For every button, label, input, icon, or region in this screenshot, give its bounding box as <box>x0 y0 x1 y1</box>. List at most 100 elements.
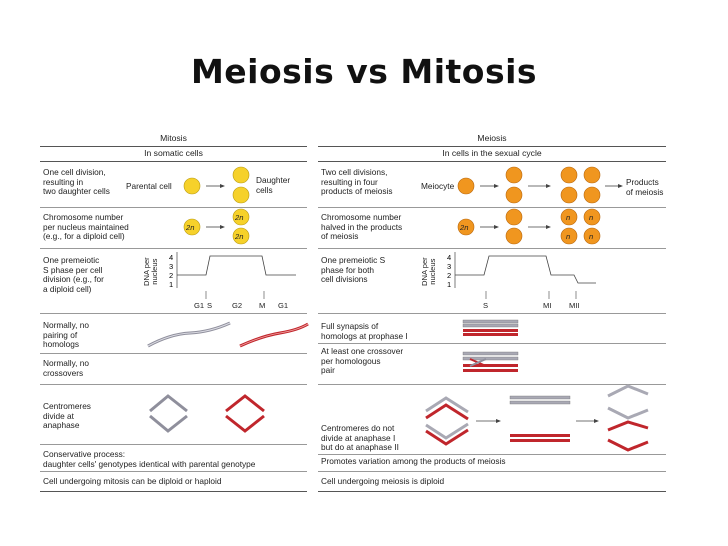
red-chromatid <box>510 439 570 442</box>
divider <box>40 491 307 492</box>
crossover <box>469 358 487 367</box>
gray-chromatid <box>462 323 519 328</box>
meiosis-variation-label: Promotes variation among the products of… <box>321 456 506 466</box>
arrowhead <box>220 184 225 188</box>
y-tick: 4 <box>169 253 173 262</box>
divider <box>40 207 307 208</box>
red-chromatid <box>463 364 518 367</box>
red-chromatid <box>607 438 649 452</box>
gray-chromatid <box>607 406 649 420</box>
parental-cell-2n <box>183 218 201 236</box>
divider <box>40 146 307 147</box>
meiocyte-label: Meiocyte <box>421 181 455 191</box>
red-chromatid <box>510 434 570 437</box>
product-cell <box>583 186 601 204</box>
mitosis-crossovers-label: Normally, no crossovers <box>43 358 89 378</box>
gray-chromatid <box>462 351 519 356</box>
cell-2n-label: 2n <box>235 232 244 241</box>
divider <box>40 384 307 385</box>
y-tick: 3 <box>169 262 173 271</box>
x-tick-s: S <box>483 301 489 310</box>
arrowhead <box>618 184 623 188</box>
daughter-cell <box>232 166 250 184</box>
product-cell-n <box>560 208 578 226</box>
red-chromatid <box>425 428 469 446</box>
meiosis-chromosome-figure <box>457 208 601 245</box>
arrowhead <box>494 225 499 229</box>
gray-chromatid <box>425 422 469 440</box>
mitosis-subheading: In somatic cells <box>144 148 203 158</box>
arrowhead <box>496 419 501 423</box>
daughter-cell <box>232 186 250 204</box>
cell-n-label: n <box>589 232 594 241</box>
y-tick: 2 <box>169 271 173 280</box>
dna-line <box>455 255 596 284</box>
x-tick-g2: G2 <box>232 301 243 310</box>
mitosis-pairing-label: Normally, no pairing of homologs <box>43 320 89 350</box>
mitosis-chromosome-figure <box>183 208 250 245</box>
divider <box>318 248 666 249</box>
mitosis-chromosome-label: Chromosome number per nucleus maintained… <box>43 212 129 242</box>
meiosis-subheading: In cells in the sexual cycle <box>442 148 542 158</box>
y-tick: 2 <box>447 271 451 280</box>
y-tick: 4 <box>447 253 451 262</box>
mitosis-s-phase-label: One premeiotic S phase per cell division… <box>43 255 104 294</box>
parental-cell-label: Parental cell <box>126 181 172 191</box>
mitosis-division-figure <box>183 166 250 204</box>
y-tick: 1 <box>447 280 451 289</box>
cell-2n-label: 2n <box>235 213 244 222</box>
dna-line <box>177 255 296 276</box>
meiocyte-2n <box>457 218 475 236</box>
mitosis-dna-graph: 4 3 2 1 <box>169 252 296 299</box>
divider <box>318 146 666 147</box>
divider <box>318 207 666 208</box>
product-cell-n <box>583 208 601 226</box>
meiosis-crossover-label: At least one crossover per homologous pa… <box>321 346 404 376</box>
divider <box>318 384 666 385</box>
meiosis-ploidy-label: Cell undergoing meiosis is diploid <box>321 476 445 486</box>
meiosis-division-label: Two cell divisions, resulting in four pr… <box>321 167 393 197</box>
meiosis-chromosome-label: Chromosome number halved in the products… <box>321 212 403 242</box>
red-chromatid <box>463 333 518 336</box>
cell-n-label: n <box>589 213 594 222</box>
meiosis-s-phase-label: One premeiotic S phase for both cell div… <box>321 255 386 285</box>
arrowhead <box>546 225 551 229</box>
cell-n-label: n <box>566 232 571 241</box>
parental-cell <box>183 177 201 195</box>
divider <box>318 471 666 472</box>
meiosis-heading: Meiosis <box>477 133 507 143</box>
divider <box>318 161 666 162</box>
product-cell <box>560 186 578 204</box>
mitosis-anaphase-figure <box>149 394 265 433</box>
y-tick: 3 <box>447 262 451 271</box>
x-tick-m2: MII <box>569 301 580 310</box>
gray-chromatid <box>509 400 571 405</box>
mitosis-centromeres-label: Centromeres divide at anaphase <box>43 401 91 431</box>
mitosis-division-label: One cell division, resulting in two daug… <box>43 167 110 197</box>
daughter-cells-label: Daughter cells <box>256 175 291 195</box>
mitosis-panel: Mitosis In somatic cells One cell divisi… <box>40 128 309 494</box>
arrowhead <box>220 225 225 229</box>
arrowhead <box>594 419 599 423</box>
gray-chromatid <box>425 396 469 414</box>
product-cell <box>583 166 601 184</box>
x-tick-m1: MI <box>543 301 552 310</box>
red-chromatid <box>607 420 649 432</box>
divider <box>40 444 307 445</box>
arrowhead <box>494 184 499 188</box>
x-tick-g1: G1 <box>194 301 205 310</box>
divider <box>40 248 307 249</box>
mitosis-pairing-figure <box>147 321 309 348</box>
meiosis-i-cell <box>505 227 523 245</box>
red-chromatid <box>225 394 265 413</box>
product-cell-n <box>583 227 601 245</box>
products-label: Products of meiosis <box>626 177 664 197</box>
gray-chromatid <box>462 319 519 324</box>
divider <box>318 454 666 455</box>
slide-title: Meiosis vs Mitosis <box>190 52 538 91</box>
cell-n-label: n <box>566 213 571 222</box>
cell-2n-label: 2n <box>186 223 195 232</box>
red-chromatid <box>463 369 518 372</box>
gray-chromatid <box>149 414 188 433</box>
divider <box>318 491 666 492</box>
